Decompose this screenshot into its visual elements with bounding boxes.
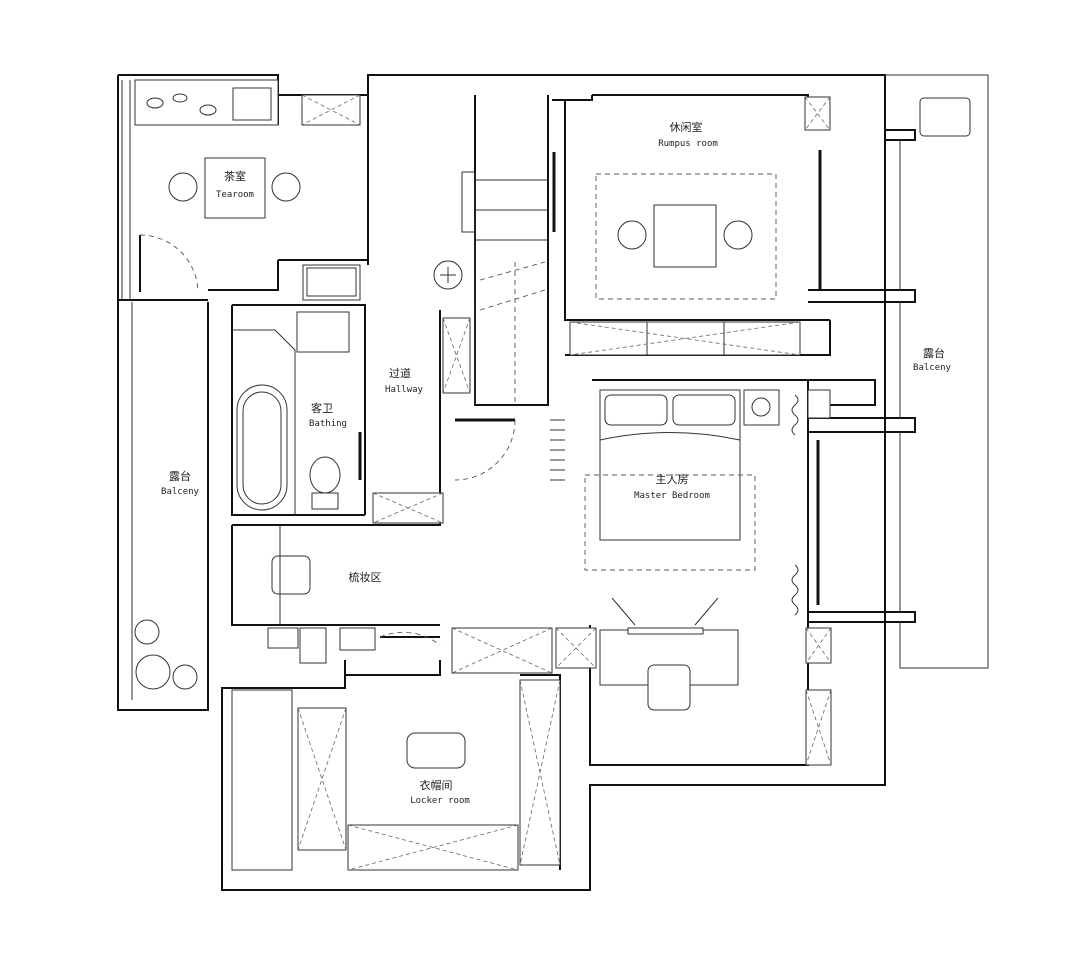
bedroom-rug [584, 474, 756, 571]
tv-cabinet [569, 321, 648, 356]
plant-icon [135, 654, 171, 690]
wardrobe [231, 689, 293, 871]
room-label-cn: 主人房 [656, 473, 689, 486]
pillow [604, 394, 668, 426]
dressing-area: 梳妆区 [267, 525, 597, 674]
balcony-right: 露台 Balceny [913, 97, 971, 373]
room-label-cn: 茶室 [224, 169, 246, 183]
bathtub [236, 384, 288, 511]
room-label-en: Locker room [410, 796, 470, 806]
chair-icon [647, 664, 691, 711]
hallway: 过道 Hallway [372, 152, 556, 524]
rug [595, 173, 777, 300]
cabinet [442, 317, 471, 394]
stool-icon [271, 172, 301, 202]
stool-icon [723, 220, 753, 250]
tea-table [204, 157, 266, 219]
wash-basin [296, 311, 350, 353]
room-label-cn: 过道 [389, 366, 411, 380]
room-label-cn: 客卫 [311, 401, 333, 415]
cabinet [299, 627, 327, 664]
stool-icon [168, 172, 198, 202]
balcony-left: 露台 Balceny [131, 302, 200, 700]
room-label-en: Rumpus room [658, 139, 718, 149]
toilet-tank [311, 492, 339, 510]
room-label-en: Master Bedroom [634, 491, 710, 501]
tv-panel [627, 627, 704, 635]
room-label-cn: 露台 [923, 346, 945, 360]
room-label-en: Hallway [385, 385, 424, 395]
bathroom: 客卫 Bathing [232, 264, 362, 515]
cabinet [805, 689, 832, 766]
cabinet [339, 627, 376, 651]
room-label-cn: 梳妆区 [349, 570, 382, 584]
door-swing [139, 234, 199, 293]
room-label-en: Bathing [309, 419, 347, 429]
cabinet [267, 627, 299, 649]
lamp-icon [751, 397, 771, 417]
cabinet [807, 389, 831, 419]
coffee-table [653, 204, 717, 268]
locker-room: 衣帽间 Locker room [231, 679, 561, 871]
outdoor-seat [919, 97, 971, 137]
door-swing [379, 631, 441, 646]
stool-icon [617, 220, 647, 250]
room-label-cn: 衣帽间 [420, 778, 453, 792]
room-label-cn: 休闲室 [670, 120, 703, 134]
plant-icon [146, 97, 164, 109]
door-swing [454, 419, 516, 481]
nightstand [743, 389, 780, 426]
tearoom-cabinet [232, 87, 272, 121]
rumpus-room: 休闲室 Rumpus room [569, 96, 831, 356]
cabinet [804, 96, 831, 131]
tearoom: 茶室 Tearoom [121, 79, 361, 300]
plant-icon [172, 93, 188, 103]
island-ottoman [406, 732, 466, 769]
plant-icon [199, 104, 217, 116]
room-label-en: Balceny [913, 363, 952, 373]
room-label-cn: 露台 [169, 469, 191, 483]
master-bedroom: 主人房 Master Bedroom [550, 389, 832, 766]
room-label-en: Balceny [161, 487, 200, 497]
toilet [309, 456, 341, 494]
pillow [672, 394, 736, 426]
plant-icon [134, 619, 160, 645]
vanity-sink [302, 264, 361, 301]
chair-icon [271, 555, 311, 595]
room-label-en: Tearoom [216, 190, 254, 200]
plant-icon [172, 664, 198, 690]
